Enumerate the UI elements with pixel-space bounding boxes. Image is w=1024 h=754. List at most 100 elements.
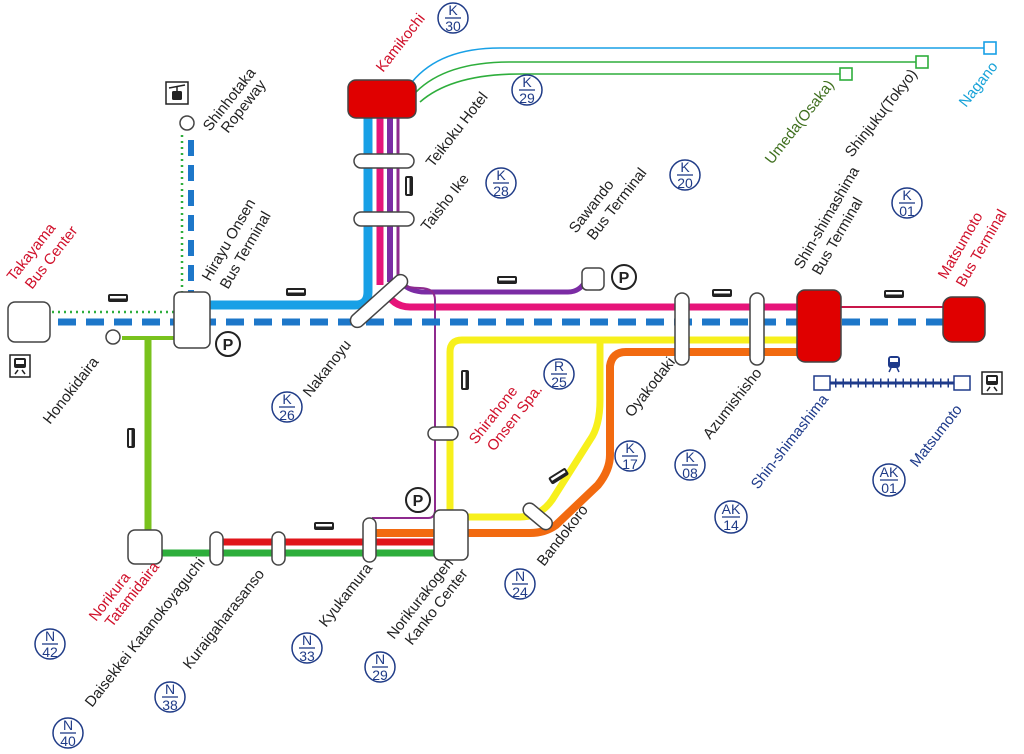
kamikochi-hub[interactable] [347,79,417,119]
svg-text:P: P [413,493,424,510]
svg-text:K: K [902,187,912,203]
ropeway-icon [165,81,189,105]
label-teikoku: Teikoku Hotel [423,89,492,170]
train-icon [888,356,900,373]
sawando-hub[interactable] [581,267,605,291]
svg-text:N: N [302,632,312,648]
bus-icon [548,468,569,485]
svg-text:26: 26 [279,407,295,423]
svg-text:N: N [45,628,55,644]
svg-text:N: N [165,681,175,697]
tatamidaira-hub[interactable] [127,529,163,565]
svg-text:AK: AK [880,464,899,480]
code-badge-oyakodaki: K17 [614,440,646,472]
bandokoro-stop[interactable] [520,500,554,532]
code-badge-shirahone: R25 [543,358,575,390]
svg-text:K: K [625,440,635,456]
kyukamura-stop[interactable] [362,517,377,563]
svg-text:25: 25 [551,374,567,390]
svg-text:17: 17 [622,456,638,472]
bus-icon [712,289,732,297]
matsumoto-rail-node[interactable] [953,375,971,391]
umeda-terminus [839,67,853,81]
bus-icon [497,276,517,284]
honokidaira-node[interactable] [105,329,121,345]
shirahone-stop[interactable] [427,426,459,441]
matsumoto-hub[interactable] [942,296,986,343]
nagano-line [411,47,990,83]
label-nagano: Nagano [956,59,1002,111]
code-badge-bandokoro: N24 [504,568,536,600]
bus-icons [108,176,904,530]
svg-text:N: N [515,568,525,584]
railway [813,375,971,391]
bus-icon [286,288,306,296]
shin-shimashima-rail-node[interactable] [813,375,831,391]
svg-text:40: 40 [60,733,76,749]
svg-text:29: 29 [519,90,535,106]
svg-text:P: P [619,270,630,287]
bus-icon [108,294,128,302]
stop-capsules [209,153,765,566]
code-badge-daisekkei: N40 [52,717,84,749]
label-shinjuku: Shinjuku(Tokyo) [842,66,921,161]
nakanoyu-stop[interactable] [348,272,411,331]
code-badge-kamikochi: K30 [437,2,469,34]
orange-line [375,348,805,537]
label-kyukamura: Kyukamura [316,560,377,631]
code-badge-shin-bus: K01 [891,187,923,219]
svg-text:K: K [496,167,506,183]
svg-text:38: 38 [162,697,178,713]
hub-nodes [7,79,986,565]
nagano-terminus [983,41,997,55]
bus-icon [314,522,334,530]
svg-text:P: P [223,337,234,354]
svg-text:24: 24 [512,584,528,600]
train-icon [9,354,31,378]
svg-text:14: 14 [723,517,739,533]
code-badge-tatamidaira: N42 [34,628,66,660]
svg-text:N: N [375,651,385,667]
takayama-hub[interactable] [7,301,51,343]
code-badge-nakanoyu: K26 [271,391,303,423]
daisekkei-stop[interactable] [209,531,224,566]
svg-text:20: 20 [677,175,693,191]
code-badge-kyukamura: N33 [291,632,323,664]
parking-icon: P [611,264,637,290]
code-badge-kuraigahara: N38 [154,681,186,713]
label-honokidaira: Honokidaira [40,353,103,427]
bus-icon [127,428,135,448]
code-badge-azumishisho: K08 [674,449,706,481]
hirayu-hub[interactable] [173,291,211,349]
svg-text:29: 29 [372,667,388,683]
taisho-ike-stop[interactable] [353,211,415,227]
svg-text:08: 08 [682,465,698,481]
kuraigahara-stop[interactable] [271,531,286,566]
bus-icon [405,176,413,196]
svg-text:K: K [448,2,458,18]
code-badge-sawando: K20 [669,159,701,191]
highway-lines [411,41,997,103]
parking-icons: P P P [215,264,637,513]
shin-shimashima-hub[interactable] [796,289,842,363]
station-badges: K30 K29 K28 K20 K01 K26 R25 K17 [34,2,923,749]
oyakodaki-stop[interactable] [674,292,690,366]
norikurakogen-hub[interactable] [433,509,469,561]
svg-text:33: 33 [299,648,315,664]
label-nakanoyu: Nakanoyu [300,337,355,401]
shinjuku-terminus [915,55,929,69]
svg-text:AK: AK [722,501,741,517]
svg-text:42: 42 [42,644,58,660]
teikoku-hotel-stop[interactable] [353,153,415,169]
code-badge-norikurakogen: N29 [364,651,396,683]
bus-icon [884,290,904,298]
code-badge-teikoku: K29 [511,74,543,106]
svg-text:K: K [282,391,292,407]
shinhotaka-node[interactable] [179,115,195,131]
svg-text:N: N [63,717,73,733]
azumishisho-stop[interactable] [749,292,765,366]
svg-text:K: K [685,449,695,465]
